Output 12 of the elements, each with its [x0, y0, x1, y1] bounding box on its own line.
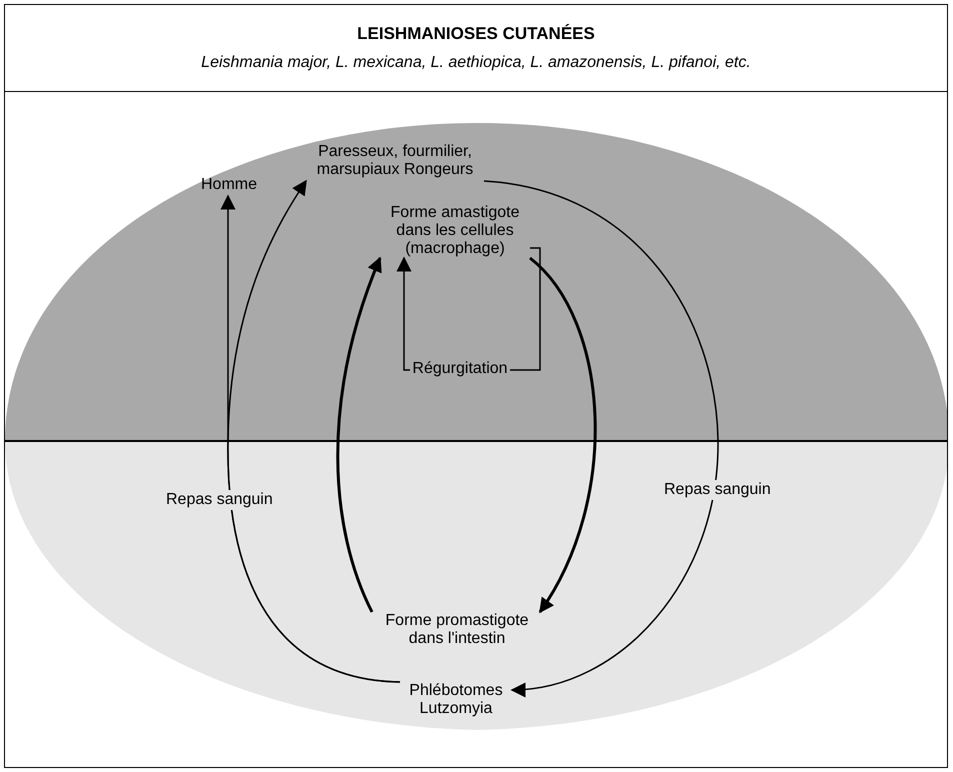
header-text: LEISHMANIOSES CUTANÉES	[357, 23, 595, 46]
species-list: Leishmania major, L. mexicana, L. aethiopica, L. amazonensis, L. pifanoi, etc.	[201, 50, 751, 75]
node-label: Forme amastigote dans les cellules (macrophage)	[380, 204, 530, 258]
arrow	[528, 256, 596, 614]
node-label: Régurgitation	[410, 360, 510, 378]
arrow	[484, 180, 719, 696]
node-label: Homme	[196, 176, 262, 194]
node-label: Paresseux, fourmilier, marsupiaux Rongeurs	[306, 143, 484, 179]
node-label: Forme promastigote dans l'intestin	[372, 612, 542, 648]
node-label: Phlébotomes Lutzomyia	[400, 682, 512, 718]
arrow	[396, 256, 412, 371]
arrow	[336, 256, 382, 613]
